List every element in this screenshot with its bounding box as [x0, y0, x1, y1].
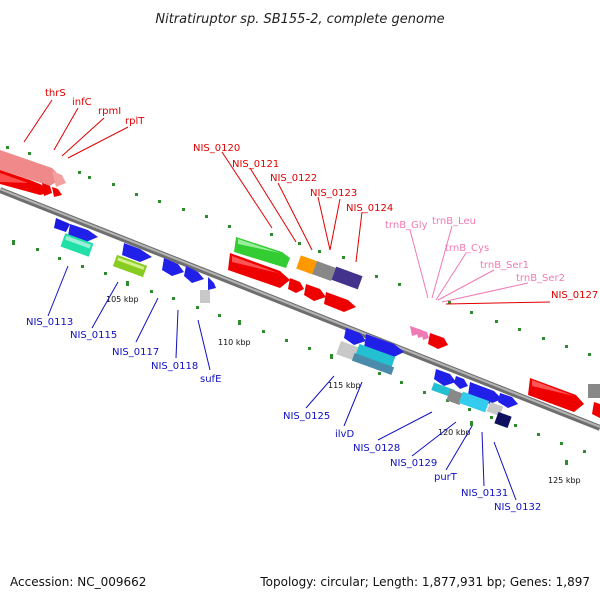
gene-label-nis-0122: NIS_0122 — [270, 173, 317, 184]
trna-cluster — [410, 326, 448, 349]
gene-cluster-thrs — [0, 150, 66, 197]
inner-tick-ring — [12, 240, 586, 465]
gene-label-thrs: thrS — [45, 88, 66, 99]
gene-label-nis-0123: NIS_0123 — [310, 188, 357, 199]
trna-label-ser1: trnB_Ser1 — [480, 260, 529, 271]
scale-label-115: 115 kbp — [328, 381, 361, 390]
scale-label-125: 125 kbp — [548, 476, 581, 485]
scale-label-120: 120 kbp — [438, 428, 471, 437]
genome-backbone — [0, 187, 600, 431]
gene-label-nis-0125: NIS_0125 — [283, 411, 330, 422]
gene-label-rplt: rplT — [125, 116, 145, 127]
gene-label-nis-0132: NIS_0132 — [494, 502, 541, 513]
topology-text: Topology: circular; Length: 1,877,931 bp… — [259, 575, 590, 589]
gene-label-ilvd: ilvD — [335, 429, 354, 440]
trna-label-cys: trnB_Cys — [445, 243, 489, 254]
gene-label-nis-0121: NIS_0121 — [232, 159, 279, 170]
leader-lines-trna — [409, 225, 529, 303]
scale-label-105: 105 kbp — [106, 295, 139, 304]
gene-label-nis-0120: NIS_0120 — [193, 143, 240, 154]
leader-lines-top — [23, 99, 551, 305]
trna-label-gly: trnB_Gly — [385, 220, 428, 231]
gene-label-nis-0118: NIS_0118 — [151, 361, 198, 372]
trna-label-leu: trnB_Leu — [432, 216, 476, 227]
scale-labels: 105 kbp 110 kbp 115 kbp 120 kbp 125 kbp — [106, 295, 581, 485]
gene-label-purt: purT — [434, 472, 458, 483]
leader-lines-bottom — [47, 265, 517, 501]
gene-label-nis-0113: NIS_0113 — [26, 317, 73, 328]
gene-label-nis-0117: NIS_0117 — [112, 347, 159, 358]
outer-tick-ring — [6, 146, 591, 356]
accession-text: Accession: NC_009662 — [10, 575, 146, 589]
gene-label-nis-0128: NIS_0128 — [353, 443, 400, 454]
gene-cluster-0128 — [431, 369, 600, 429]
gene-label-nis-0115: NIS_0115 — [70, 330, 117, 341]
gene-cluster-0120 — [228, 237, 363, 312]
gene-label-nis-0127: NIS_0127 — [551, 290, 598, 301]
gene-label-nis-0124: NIS_0124 — [346, 203, 393, 214]
gene-cluster-0125 — [336, 328, 404, 375]
gene-label-sufe: sufE — [200, 374, 221, 385]
gene-labels-top: thrS infC rpmI rplT NIS_0120 NIS_0121 NI… — [45, 88, 598, 301]
gene-label-nis-0131: NIS_0131 — [461, 488, 508, 499]
gene-cluster-0113 — [54, 218, 216, 303]
gene-labels-bottom: NIS_0113 NIS_0115 NIS_0117 NIS_0118 sufE… — [26, 317, 541, 513]
gene-label-rpmi: rpmI — [98, 106, 121, 117]
map-title: Nitratiruptor sp. SB155-2, complete geno… — [155, 12, 444, 27]
scale-label-110: 110 kbp — [218, 338, 251, 347]
trna-labels: trnB_Gly trnB_Leu trnB_Cys trnB_Ser1 trn… — [385, 216, 565, 284]
gene-label-infc: infC — [72, 97, 92, 108]
gene-label-nis-0129: NIS_0129 — [390, 458, 437, 469]
trna-label-ser2: trnB_Ser2 — [516, 273, 565, 284]
